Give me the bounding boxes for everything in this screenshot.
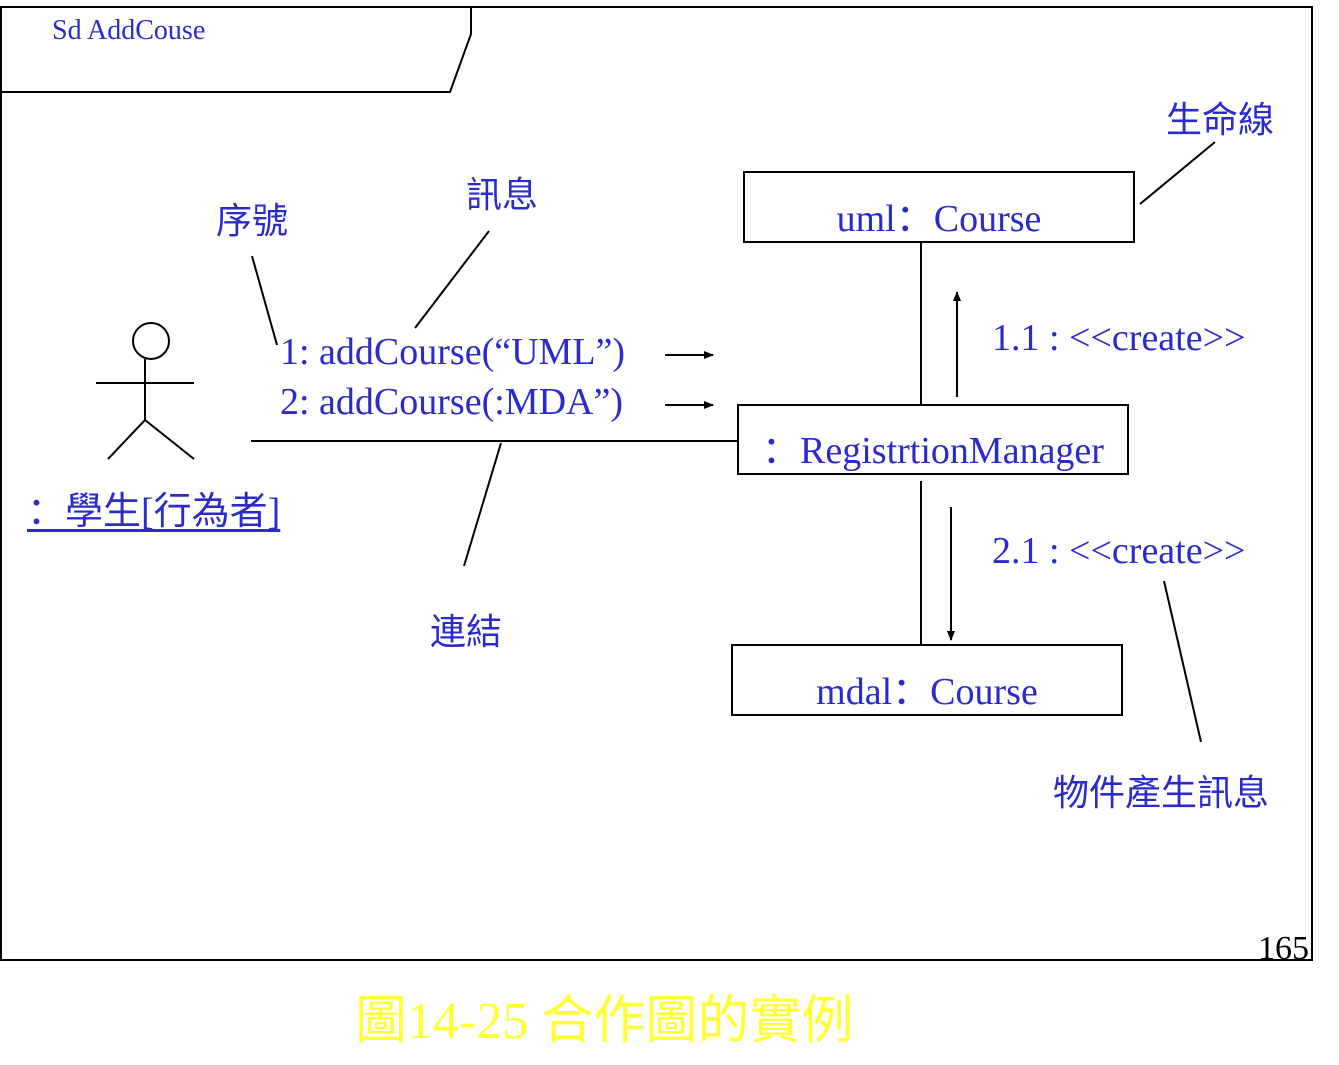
frame-label-tab bbox=[1, 7, 472, 93]
annotation-sequence-number: 序號 bbox=[216, 201, 289, 241]
annotation-message: 訊息 bbox=[466, 175, 539, 215]
leader-creation-message bbox=[1163, 580, 1202, 743]
annotation-lifeline: 生命線 bbox=[1166, 100, 1275, 140]
annotation-creation-message: 物件產生訊息 bbox=[1053, 773, 1270, 813]
message-1-label: 1: addCourse(“UML”) bbox=[280, 331, 626, 373]
leader-lifeline bbox=[1139, 141, 1216, 205]
object-label-registration-manager: ：RegistrtionManager bbox=[762, 430, 1104, 472]
annotation-link: 連結 bbox=[430, 612, 503, 652]
leader-message bbox=[414, 230, 490, 329]
object-box-mdal-course bbox=[731, 644, 1123, 716]
figure-caption: 圖14-25 合作圖的實例 bbox=[355, 993, 854, 1050]
message-1-1-label: 1.1 : <<create>> bbox=[992, 317, 1246, 359]
leader-sequence-number bbox=[251, 255, 278, 346]
diagram-frame bbox=[0, 6, 1313, 961]
object-box-registration-manager bbox=[737, 404, 1129, 475]
message-2-1-label: 2.1 : <<create>> bbox=[992, 530, 1246, 572]
frame-label: Sd AddCouse bbox=[52, 15, 206, 46]
page-number: 165 bbox=[1258, 930, 1309, 967]
object-label-uml-course: uml：Course bbox=[836, 198, 1042, 240]
actor-stick-figure-icon bbox=[96, 322, 195, 460]
object-label-mdal-course: mdal：Course bbox=[816, 671, 1038, 713]
leader-link bbox=[463, 442, 502, 567]
message-2-label: 2: addCourse(:MDA”) bbox=[280, 381, 623, 423]
actor-name: ：學生[行為者] bbox=[27, 491, 281, 533]
object-box-uml-course bbox=[743, 171, 1135, 243]
